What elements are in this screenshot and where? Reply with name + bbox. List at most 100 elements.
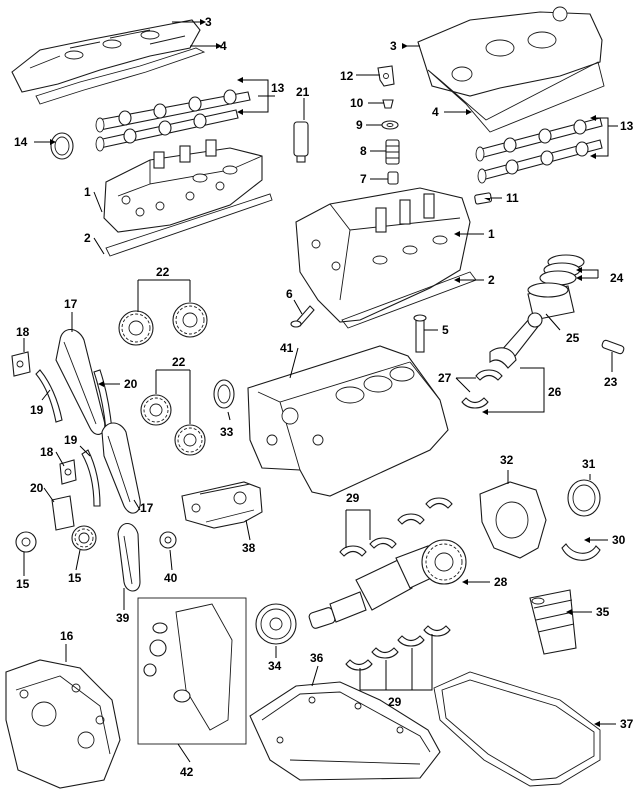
camshaft-right-lower bbox=[477, 139, 603, 184]
sprocket-22-left bbox=[118, 310, 154, 346]
callout-42: 42 bbox=[180, 765, 194, 779]
sprocket-40 bbox=[159, 531, 177, 549]
callout-21: 21 bbox=[296, 85, 310, 99]
valve-cover-left bbox=[11, 19, 201, 93]
leader-arrowheads bbox=[50, 19, 600, 727]
callout-37: 37 bbox=[620, 717, 634, 731]
valve-cover-right bbox=[417, 6, 603, 97]
sprocket-22-lower-right bbox=[174, 424, 206, 456]
callout-4-right: 4 bbox=[432, 105, 439, 119]
callout-2-right: 2 bbox=[488, 273, 495, 287]
head-bolt-6 bbox=[290, 305, 315, 328]
callout-29-upper: 29 bbox=[346, 491, 360, 505]
crank-pulley-34 bbox=[255, 603, 297, 645]
head-gasket-left bbox=[105, 193, 273, 257]
seal-ring-14 bbox=[50, 132, 74, 160]
lash-adjuster-11 bbox=[474, 192, 492, 205]
oil-pump-38 bbox=[181, 481, 263, 529]
callout-11: 11 bbox=[506, 191, 519, 205]
callout-25: 25 bbox=[566, 331, 580, 345]
callout-3-left: 3 bbox=[205, 15, 212, 29]
oil-pan-gasket-37 bbox=[433, 671, 601, 787]
engine-block-41 bbox=[247, 345, 449, 497]
bracket-12 bbox=[377, 65, 395, 87]
callout-30: 30 bbox=[612, 533, 626, 547]
callout-6: 6 bbox=[286, 287, 293, 301]
callout-13-left: 13 bbox=[271, 81, 285, 95]
camshaft-left-upper bbox=[95, 89, 251, 133]
valve-cover-gasket-left bbox=[35, 47, 206, 105]
callout-22-upper: 22 bbox=[156, 265, 170, 279]
timing-cover-16 bbox=[5, 659, 121, 789]
gasket-kit-42 bbox=[137, 597, 247, 745]
piston-25 bbox=[527, 282, 575, 321]
callout-9: 9 bbox=[356, 118, 363, 132]
callout-39: 39 bbox=[116, 611, 130, 625]
oil-pan-36 bbox=[249, 681, 441, 781]
callout-28: 28 bbox=[494, 575, 508, 589]
callout-32: 32 bbox=[500, 453, 514, 467]
callout-38: 38 bbox=[242, 541, 256, 555]
callout-20-lower: 20 bbox=[30, 481, 44, 495]
valve-retainer-9 bbox=[381, 120, 399, 130]
callout-34: 34 bbox=[268, 659, 282, 673]
callout-29-lower: 29 bbox=[388, 695, 402, 709]
valve-keeper-10 bbox=[382, 99, 394, 109]
valve-seal-7 bbox=[387, 171, 399, 185]
callout-27: 27 bbox=[438, 371, 452, 385]
timing-chain-39 bbox=[117, 522, 141, 592]
callout-17-upper: 17 bbox=[64, 297, 78, 311]
leader-lines bbox=[23, 21, 618, 763]
callout-8: 8 bbox=[360, 144, 367, 158]
valve-spring-8 bbox=[385, 139, 400, 165]
callout-18-upper: 18 bbox=[16, 325, 30, 339]
callout-19-lower: 19 bbox=[64, 433, 78, 447]
callout-4-left: 4 bbox=[220, 39, 227, 53]
callout-10: 10 bbox=[350, 96, 364, 110]
callout-41: 41 bbox=[280, 341, 294, 355]
callout-33: 33 bbox=[220, 425, 234, 439]
main-bearings-29-lower bbox=[345, 625, 451, 671]
camshaft-right-upper bbox=[475, 117, 603, 162]
callout-22-lower: 22 bbox=[172, 355, 186, 369]
callout-36: 36 bbox=[310, 651, 324, 665]
cylinder-head-left bbox=[103, 139, 263, 233]
head-bolt-5 bbox=[413, 314, 427, 353]
camshaft-left-lower bbox=[95, 109, 239, 152]
valve-cover-gasket-right bbox=[427, 61, 605, 133]
callout-16: 16 bbox=[60, 629, 74, 643]
callout-15-left: 15 bbox=[16, 577, 30, 591]
chain-guide-19-lower bbox=[81, 449, 101, 507]
sprocket-15-right bbox=[71, 525, 97, 551]
callout-14: 14 bbox=[14, 135, 28, 149]
crankshaft-28 bbox=[308, 539, 467, 629]
callout-23: 23 bbox=[604, 375, 618, 389]
connecting-rod-26 bbox=[489, 312, 543, 369]
callout-2-left: 2 bbox=[84, 231, 91, 245]
callout-19-upper: 19 bbox=[30, 403, 44, 417]
timing-chain-17-lower bbox=[101, 422, 141, 514]
callout-3-right: 3 bbox=[390, 39, 397, 53]
sprocket-22-lower-left bbox=[140, 394, 172, 426]
callout-1-right: 1 bbox=[488, 227, 495, 241]
callout-12: 12 bbox=[340, 69, 354, 83]
callout-7: 7 bbox=[360, 172, 367, 186]
thrust-washer-30 bbox=[561, 543, 601, 561]
callout-26: 26 bbox=[548, 385, 562, 399]
chain-tensioner-18-upper bbox=[11, 351, 31, 377]
callout-15-right: 15 bbox=[68, 571, 82, 585]
callout-labels: 3 4 13 14 1 2 21 12 10 9 8 7 11 3 4 13 1… bbox=[14, 15, 634, 779]
callout-20-upper: 20 bbox=[124, 377, 138, 391]
seal-33 bbox=[213, 379, 235, 409]
callout-40: 40 bbox=[164, 571, 178, 585]
sprocket-22-right bbox=[172, 302, 208, 338]
oil-cooler-35 bbox=[529, 589, 577, 655]
callout-1-left: 1 bbox=[84, 185, 91, 199]
piston-pin-23 bbox=[601, 339, 625, 355]
camshaft-sensor-21 bbox=[293, 121, 309, 163]
callout-17-lower: 17 bbox=[140, 501, 154, 515]
piston-rings-24 bbox=[539, 254, 585, 286]
callout-13-right: 13 bbox=[620, 119, 634, 133]
rod-bearing-27 bbox=[461, 369, 503, 409]
